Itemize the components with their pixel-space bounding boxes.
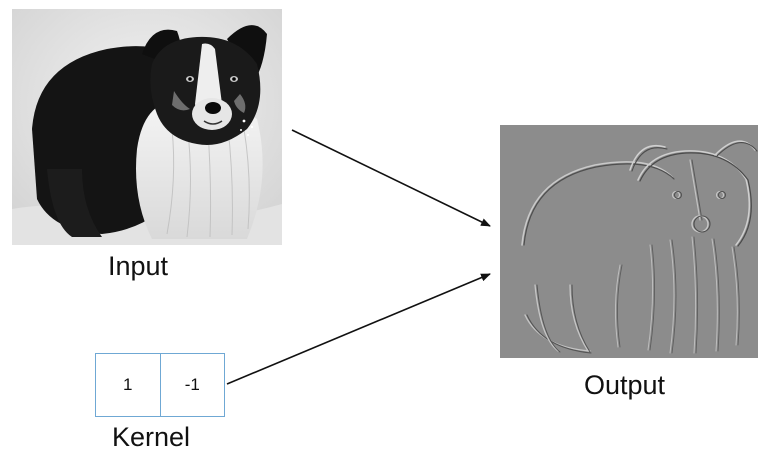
kernel-to-output-arrow <box>226 273 491 385</box>
input-label: Input <box>108 251 169 281</box>
kernel-label: Kernel <box>112 422 191 452</box>
kernel-cell-2: -1 <box>159 354 225 416</box>
input-dog-image <box>12 9 282 245</box>
kernel-cell-1: 1 <box>123 375 133 394</box>
output-edge-image <box>500 125 758 358</box>
kernel-matrix: 1 -1 <box>95 353 225 417</box>
output-label: Output <box>584 370 666 400</box>
input-to-output-arrow <box>291 129 491 227</box>
